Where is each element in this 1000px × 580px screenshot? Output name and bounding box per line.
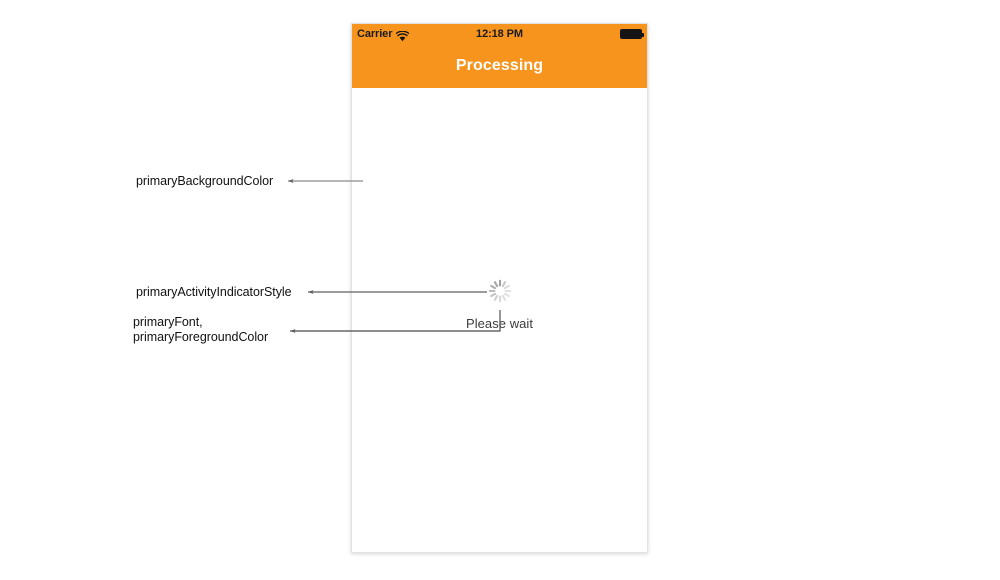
wifi-icon [396,29,410,41]
annotation-label-font-foreground: primaryFont, primaryForegroundColor [133,315,269,344]
carrier-label: Carrier [357,28,393,40]
battery-fill [621,30,641,38]
status-bar-left: Carrier [357,28,410,41]
annotation-label-background: primaryBackgroundColor [136,174,274,188]
status-bar: Carrier 12:18 PM [352,24,647,44]
phone-content-background: Please wait [352,88,647,552]
activity-indicator-spinner [487,278,513,304]
battery-full-icon [620,29,644,39]
phone-mockup: Carrier 12:18 PM Processing [351,23,648,553]
navigation-bar: Processing [352,44,647,88]
annotation-label-activity-indicator: primaryActivityIndicatorStyle [136,285,292,299]
status-bar-right [620,29,644,39]
status-text: Please wait [465,316,534,331]
progress-hud: Please wait [352,278,647,331]
page-title: Processing [455,57,544,74]
